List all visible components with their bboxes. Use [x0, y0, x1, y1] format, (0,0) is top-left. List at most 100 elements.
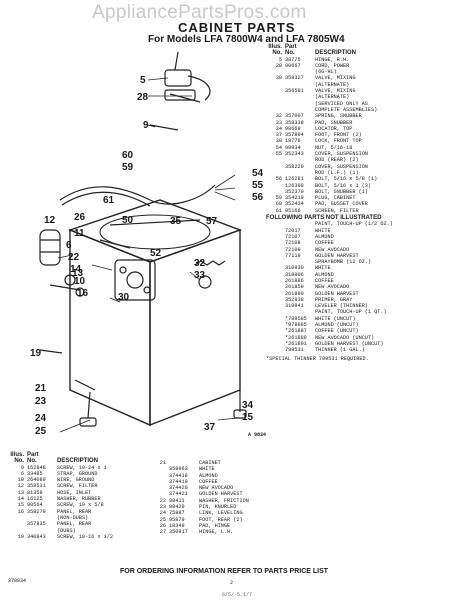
table-header: Illus. Part — [268, 44, 297, 50]
description: PAD, GUSSET COVER — [315, 201, 368, 208]
description: PAINT, TOUCH-UP (1/2 OZ.) — [315, 221, 393, 228]
illus-no: 33 — [275, 119, 282, 126]
callout-6: 6 — [66, 240, 72, 251]
illus-no: 60 — [275, 201, 282, 208]
description: ALMOND — [199, 472, 218, 479]
part-no: 90667 — [285, 62, 301, 69]
callout-32: 32 — [194, 258, 206, 269]
illus-no: 19 — [17, 533, 24, 540]
illus-no: 28 — [275, 62, 282, 69]
description: WASHER, RUBBER — [57, 496, 101, 503]
diagram-id: A 9834 — [248, 432, 267, 438]
description: STRAP, GROUND — [57, 470, 98, 477]
part-no: 126281 — [285, 176, 304, 183]
description: NEW AVOCADO (UNCUT) — [315, 334, 375, 341]
description: HINGE, L.H. — [199, 529, 234, 536]
description: COVER, SUSPENSION — [315, 151, 368, 158]
description: NEW AVOCADO — [315, 246, 350, 253]
illus-no: 59 — [275, 195, 282, 202]
description: (ALTERNATE) — [315, 94, 350, 101]
illus-no: 6 — [20, 470, 24, 477]
illus-no: 37 — [275, 132, 282, 139]
illus-no: 32 — [275, 113, 282, 120]
description: (SERVICED ONLY AS — [315, 100, 368, 107]
description: CABINET — [199, 460, 221, 466]
description: GOLDEN HARVEST — [199, 491, 243, 498]
description: COFFEE — [315, 277, 334, 284]
special-thinner-note: *SPECIAL THINNER 799531 REQUIRED. — [266, 355, 369, 362]
illus-no: 15 — [17, 502, 24, 509]
callout-13: 13 — [72, 268, 84, 279]
table-row: ROD (REAR) (2) — [266, 157, 466, 163]
part-no: 261886 — [285, 277, 304, 284]
callout-55: 55 — [252, 180, 264, 191]
description: GOLDEN HARVEST — [315, 252, 359, 259]
part-no: *261891 — [285, 340, 307, 347]
part-no: 72109 — [285, 246, 301, 253]
description: (NON-DUBS) — [57, 514, 89, 521]
callout-9: 9 — [143, 120, 149, 131]
part-no: 126398 — [285, 182, 304, 189]
table-row: PAINT, TOUCH-UP (1 QT.) — [266, 309, 466, 315]
table-row: PAINT, TOUCH-UP (1/2 OZ.) — [266, 221, 466, 227]
illus-no: 10 — [17, 477, 24, 484]
part-no: 152848 — [27, 464, 46, 471]
callout-50: 50 — [122, 215, 134, 226]
description: CORD, POWER — [315, 62, 350, 69]
description: PAD, SNUBBER — [315, 119, 353, 126]
exploded-view-diagram — [39, 51, 247, 433]
description: WHITE — [199, 466, 215, 473]
description: LOCK, FRONT TOP — [315, 138, 362, 145]
description: BOLT, 5/16 x 1 (3) — [315, 182, 372, 189]
description: LEVELER (THINNER) — [315, 303, 368, 310]
part-no: 98669 — [285, 125, 301, 132]
part-no: 358279 — [27, 508, 46, 515]
table-row: (DUBS) — [8, 528, 113, 534]
description: WHITE — [315, 265, 331, 272]
part-no: *261889 — [285, 334, 307, 341]
part-no: 95879 — [169, 516, 185, 523]
description: PRIMER, GRAY — [315, 296, 353, 303]
callout-61: 61 — [103, 195, 115, 206]
callout-11: 11 — [74, 228, 85, 239]
description: THINNER (1 GAL.) — [315, 347, 365, 354]
part-no: *799585 — [285, 315, 307, 322]
handwriting: 6/5/-5.1/7 — [222, 592, 253, 598]
callout-24: 24 — [35, 413, 47, 424]
illus-no: 24 — [159, 510, 166, 517]
description: HINGE, R.H. — [315, 56, 350, 63]
description: BOLT, 5/16 x 5/8 (1) — [315, 176, 378, 183]
table-row: SPRAYBOMB (12 OZ.) — [266, 259, 466, 265]
description: (6G-HL) — [315, 69, 337, 76]
table-row: (ALTERNATE) — [266, 82, 466, 88]
callout-25: 25 — [35, 426, 47, 437]
illus-no: 12 — [17, 483, 24, 490]
illus-no: 34 — [275, 125, 282, 132]
part-no: 358963 — [169, 466, 188, 473]
description: SCREW, 10-16 x 1/2 — [57, 533, 114, 540]
description: COVER, SUSPENSION — [315, 163, 368, 170]
description: HOSE, INLET — [57, 489, 92, 496]
description: LOCATOR, TOP — [315, 125, 353, 132]
part-no: 374420 — [169, 485, 188, 492]
